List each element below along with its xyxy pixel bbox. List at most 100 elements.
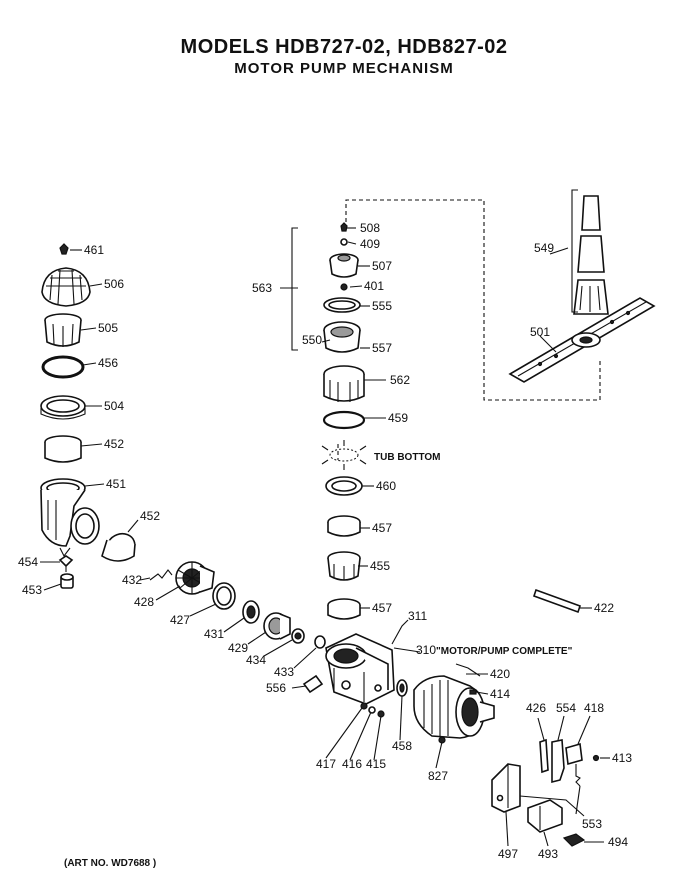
- part-501-lower-wash-arm: [508, 297, 656, 383]
- part-434-gasket: [291, 628, 305, 644]
- label-310: 310: [416, 643, 436, 657]
- dashed-leader-arm: [345, 199, 601, 401]
- label-415: 415: [366, 757, 386, 771]
- part-429-seal: [263, 612, 291, 640]
- part-451-housing: [40, 478, 100, 558]
- part-452-clamp-b: [101, 532, 136, 562]
- label-562: 562: [390, 373, 410, 387]
- label-461: 461: [84, 243, 104, 257]
- part-401-ball: [340, 283, 348, 291]
- leader-lines: [40, 227, 610, 847]
- label-457-a: 457: [372, 521, 392, 535]
- part-417-screw: [360, 702, 368, 710]
- label-418: 418: [584, 701, 604, 715]
- label-432: 432: [122, 573, 142, 587]
- part-452-clamp-a: [44, 435, 82, 463]
- label-549: 549: [534, 241, 554, 255]
- label-416: 416: [342, 757, 362, 771]
- label-554: 554: [556, 701, 576, 715]
- label-motor-pump-complete: "MOTOR/PUMP COMPLETE": [436, 646, 573, 657]
- label-455: 455: [370, 559, 390, 573]
- label-506: 506: [104, 277, 124, 291]
- label-505: 505: [98, 321, 118, 335]
- label-494: 494: [608, 835, 628, 849]
- part-311-pump-housing: [325, 633, 395, 705]
- label-452-b: 452: [140, 509, 160, 523]
- label-556: 556: [266, 681, 286, 695]
- label-422: 422: [594, 601, 614, 615]
- label-417: 417: [316, 757, 336, 771]
- part-504-ring: [40, 395, 86, 420]
- label-497: 497: [498, 847, 518, 861]
- part-457-clamp-b: [327, 598, 361, 620]
- label-311: 311: [408, 609, 427, 623]
- label-555: 555: [372, 299, 392, 313]
- part-494-foot: [562, 833, 586, 847]
- label-557: 557: [372, 341, 392, 355]
- part-409-washer: [340, 238, 348, 246]
- label-431: 431: [204, 627, 224, 641]
- label-429: 429: [228, 641, 248, 655]
- part-461-screw: [59, 243, 69, 255]
- label-453: 453: [22, 583, 42, 597]
- label-434: 434: [246, 653, 266, 667]
- part-427-ring: [212, 582, 236, 610]
- label-428: 428: [134, 595, 154, 609]
- label-456: 456: [98, 356, 118, 370]
- label-413: 413: [612, 751, 632, 765]
- part-555-ring: [323, 297, 361, 313]
- label-420: 420: [490, 667, 510, 681]
- part-422-strip: [532, 588, 582, 614]
- part-554-bracket: [551, 739, 565, 784]
- label-507: 507: [372, 259, 392, 273]
- art-number: (ART NO. WD7688 ): [64, 858, 157, 869]
- part-562-tower: [323, 365, 365, 402]
- label-451: 451: [106, 477, 126, 491]
- part-motor: [413, 675, 495, 739]
- label-550: 550: [302, 333, 322, 347]
- part-453-plug: [60, 573, 74, 589]
- part-460-gasket: [325, 476, 363, 496]
- label-454: 454: [18, 555, 38, 569]
- label-504: 504: [104, 399, 124, 413]
- label-827: 827: [428, 769, 448, 783]
- label-tub-bottom: TUB BOTTOM: [374, 452, 440, 463]
- part-416-washer: [368, 706, 376, 714]
- label-401: 401: [364, 279, 384, 293]
- part-431-washer: [242, 600, 260, 624]
- part-507-nozzle: [329, 253, 359, 278]
- label-414: 414: [490, 687, 510, 701]
- label-493: 493: [538, 847, 558, 861]
- part-457-clamp-a: [327, 515, 361, 537]
- part-413-screw: [592, 754, 600, 762]
- part-459-gasket: [322, 410, 366, 430]
- label-508: 508: [360, 221, 380, 235]
- part-508-screw: [340, 222, 348, 232]
- part-458-gasket: [396, 679, 408, 697]
- label-457-b: 457: [372, 601, 392, 615]
- label-501: 501: [530, 325, 550, 339]
- part-556-bushing: [302, 674, 324, 694]
- part-497-mount-bracket: [491, 763, 521, 813]
- part-454-check-valve: [58, 555, 74, 572]
- part-557-hub: [323, 321, 361, 353]
- part-493-bracket: [527, 799, 563, 833]
- label-458: 458: [392, 739, 412, 753]
- page-subtitle: MOTOR PUMP MECHANISM: [234, 60, 454, 77]
- label-563: 563: [252, 281, 272, 295]
- label-426: 426: [526, 701, 546, 715]
- part-456-ring: [41, 355, 85, 379]
- part-414-connector: [469, 689, 477, 695]
- part-455-hose: [327, 551, 361, 581]
- label-409: 409: [360, 237, 380, 251]
- part-426-bolt: [539, 738, 549, 774]
- page-title: MODELS HDB727-02, HDB827-02: [180, 36, 508, 58]
- part-549-tube-assembly: [573, 195, 609, 315]
- label-553: 553: [582, 817, 602, 831]
- label-427: 427: [170, 613, 190, 627]
- label-459: 459: [388, 411, 408, 425]
- bracket-563: [291, 227, 298, 351]
- part-506-cover: [41, 267, 91, 307]
- label-460: 460: [376, 479, 396, 493]
